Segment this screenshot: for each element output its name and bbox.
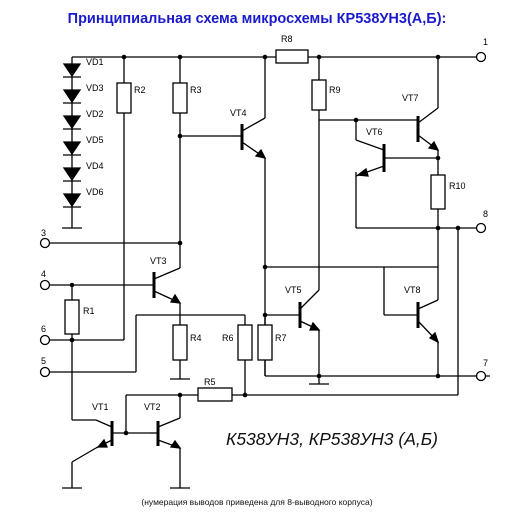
diode-vd2 (62, 115, 82, 130)
resistor-r7 (257, 324, 273, 361)
label-r8: R8 (281, 34, 293, 44)
resistor-r2 (116, 82, 132, 114)
label-vd1: VD1 (86, 57, 104, 67)
diode-symbols (62, 63, 82, 208)
label-vd5: VD5 (86, 135, 104, 145)
transistor-vt5 (298, 289, 321, 331)
label-vt4: VT4 (230, 108, 247, 118)
label-vt1: VT1 (92, 402, 109, 412)
diagram-title: Принципиальная схема микросхемы КР538УН3… (67, 11, 447, 27)
resistor-r6 (237, 324, 253, 361)
pin-1-label: 1 (483, 37, 488, 47)
pin-terminals (39, 51, 487, 382)
pin-8-label: 8 (483, 209, 488, 219)
transistor-vt1 (95, 419, 114, 449)
part-number-caption: К538УН3, КР538УН3 (А,Б) (226, 429, 438, 449)
pin-3-terminal (39, 237, 51, 249)
label-r7: R7 (275, 333, 287, 343)
pin-4-terminal (39, 279, 51, 291)
resistor-r9 (311, 79, 327, 111)
label-vd6: VD6 (86, 187, 104, 197)
label-r5: R5 (204, 377, 216, 387)
label-r1: R1 (83, 306, 95, 316)
pin-8-terminal (475, 222, 487, 234)
resistor-r5 (197, 387, 233, 402)
diode-vd3 (62, 89, 82, 104)
pin-7-label: 7 (483, 358, 488, 368)
diode-vd1 (62, 63, 82, 78)
diode-vd4 (62, 167, 82, 182)
label-vt5: VT5 (285, 285, 302, 295)
resistor-r10 (430, 174, 446, 210)
label-vt3: VT3 (150, 256, 167, 266)
transistor-vt6 (355, 139, 386, 177)
footnote: (нумерация выводов приведена для 8-вывод… (141, 497, 373, 507)
pin-4-label: 4 (41, 269, 46, 279)
pin-5-label: 5 (41, 356, 46, 366)
resistor-symbols (64, 49, 446, 402)
label-vt7: VT7 (402, 93, 419, 103)
label-vt6: VT6 (366, 127, 383, 137)
pin-3-label: 3 (41, 228, 46, 238)
pin-5-terminal (39, 366, 51, 378)
label-vt2: VT2 (144, 402, 161, 412)
diode-vd5 (62, 141, 82, 156)
pin-6-label: 6 (41, 324, 46, 334)
transistor-vt4 (232, 117, 267, 159)
resistor-r3 (172, 82, 188, 114)
label-r4: R4 (190, 333, 202, 343)
label-vd3: VD3 (86, 83, 104, 93)
label-r9: R9 (329, 85, 341, 95)
label-r3: R3 (190, 85, 202, 95)
resistor-r8 (275, 49, 309, 64)
resistor-r4 (172, 324, 188, 361)
transistor-vt2 (150, 417, 182, 449)
resistor-r1 (64, 299, 80, 335)
junction-dots (69, 54, 461, 436)
transistor-vt7 (416, 107, 440, 151)
label-r2: R2 (134, 85, 146, 95)
transistor-symbols (95, 107, 440, 449)
label-r6: R6 (222, 333, 234, 343)
pin-6-terminal (39, 334, 51, 346)
transistor-vt3 (152, 267, 182, 304)
label-vt8: VT8 (404, 285, 421, 295)
wires (50, 56, 490, 489)
label-vd4: VD4 (86, 161, 104, 171)
label-vd2: VD2 (86, 109, 104, 119)
pin-7-terminal (475, 370, 487, 382)
component-labels: VD1 VD3 VD2 VD5 VD4 VD6 R2 R3 R8 R9 R10 … (41, 34, 488, 412)
diode-vd6 (62, 193, 82, 208)
label-r10: R10 (449, 181, 466, 191)
transistor-vt8 (416, 299, 440, 344)
pin-1-terminal (475, 51, 487, 63)
